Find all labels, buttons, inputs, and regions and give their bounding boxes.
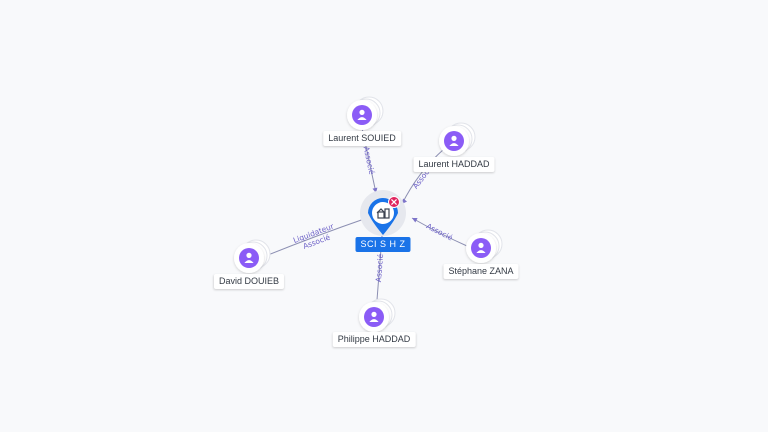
person-node-david-douieb[interactable] — [234, 239, 271, 273]
person-node-stephane-zana[interactable] — [466, 229, 503, 263]
person-name-label[interactable]: Philippe HADDAD — [332, 332, 416, 347]
edge-laurent-haddad — [401, 148, 445, 205]
nodes — [234, 96, 503, 332]
edge-david-douieb — [262, 217, 368, 258]
edge-label-stephane-zana: Associé — [425, 222, 455, 243]
person-icon — [364, 307, 384, 327]
person-name-label[interactable]: David DOUIEB — [213, 274, 285, 289]
building-icon — [376, 208, 390, 219]
person-node-laurent-souied[interactable] — [347, 96, 384, 130]
person-name-label[interactable]: Laurent HADDAD — [413, 157, 495, 172]
company-node[interactable] — [360, 190, 406, 236]
person-icon — [239, 248, 259, 268]
person-name-label[interactable]: Stéphane ZANA — [443, 264, 519, 279]
edge-stephane-zana — [411, 217, 468, 247]
close-icon[interactable] — [388, 196, 400, 208]
company-name-label[interactable]: SCI S H Z — [355, 237, 411, 252]
edge-label-philippe-haddad: Associé — [374, 253, 385, 282]
person-name-label[interactable]: Laurent SOUIED — [323, 131, 401, 146]
person-icon — [444, 131, 464, 151]
edge-label-laurent-souied: Associé — [362, 146, 377, 176]
person-icon — [471, 238, 491, 258]
person-node-philippe-haddad[interactable] — [359, 298, 396, 332]
edge-arrow-stephane-zana — [412, 218, 418, 223]
person-node-laurent-haddad[interactable] — [439, 122, 476, 156]
person-icon — [352, 105, 372, 125]
